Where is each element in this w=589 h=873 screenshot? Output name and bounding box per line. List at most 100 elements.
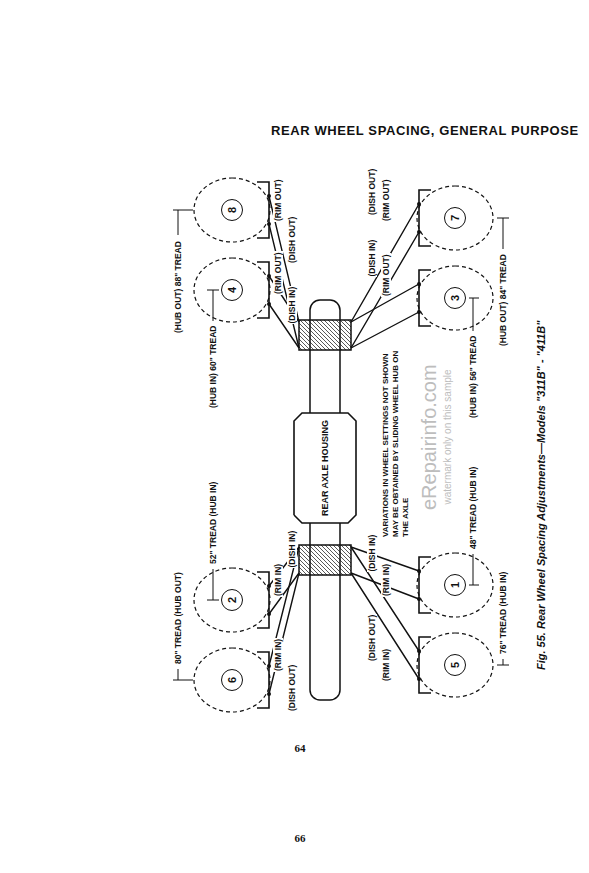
rim-dish-label: (DISH IN)	[367, 239, 378, 278]
housing-outline	[294, 413, 356, 523]
rim	[257, 652, 269, 708]
lug-bolt	[417, 677, 421, 681]
lug-bolts	[267, 194, 421, 696]
lug-bolt	[267, 664, 271, 668]
rim-dish-label: (RIM IN)	[273, 638, 284, 672]
rim	[419, 190, 431, 246]
rotated-figure: 8 4 7 3REAR AXLE HOUSING 2 6 1 5 (HUB OUT) 88" T…	[145, 160, 565, 745]
dimension-line	[497, 218, 509, 249]
rim	[257, 182, 269, 238]
rim	[257, 262, 269, 318]
callout-number: 3	[449, 295, 461, 301]
callout-number: 2	[226, 597, 238, 603]
dish-plate	[351, 547, 419, 599]
rim-dish-label: (RIM OUT)	[381, 178, 392, 222]
rim-dish-label: (RIM IN)	[273, 563, 284, 597]
rim-dish-label: (DISH OUT)	[367, 614, 378, 662]
tire	[417, 186, 493, 250]
lug-bolt	[417, 230, 421, 234]
lug-bolt	[417, 569, 421, 573]
dimension-line	[207, 569, 219, 600]
housing-label: REAR AXLE HOUSING	[320, 420, 330, 516]
dimension-line	[173, 210, 193, 235]
rim-dish-label: (RIM IN)	[381, 563, 392, 597]
rim-dish-label: (DISH IN)	[367, 534, 378, 573]
watermark: eRepairinfo.com	[417, 363, 442, 511]
rim-dish-label: (DISH IN)	[287, 286, 298, 325]
dimension-label: (HUB OUT) 84" TREAD	[498, 253, 509, 347]
lug-bolt	[417, 310, 421, 314]
tire	[194, 258, 270, 322]
watermark: watermark only on this sample	[442, 368, 455, 505]
lug-bolt	[417, 202, 421, 206]
rim-dish-label: (DISH OUT)	[287, 664, 298, 712]
dimension-label: 76" TREAD (HUB IN)	[498, 571, 509, 655]
lug-bolt	[417, 649, 421, 653]
tire	[417, 266, 493, 330]
rim	[419, 637, 431, 693]
dimension-label: 52" TREAD (HUB IN)	[208, 481, 219, 565]
dish-plates	[269, 196, 419, 694]
callout-number: 6	[226, 677, 238, 683]
callout-number: 5	[449, 662, 461, 668]
wheel-position-circle: 6	[221, 669, 243, 691]
tire	[194, 178, 270, 242]
tire	[417, 553, 493, 617]
lug-bolt	[417, 597, 421, 601]
lug-bolt	[267, 612, 271, 616]
page-number: 64	[294, 742, 307, 754]
wheel-position-circle: 4	[221, 279, 243, 301]
wheel-hub	[299, 545, 351, 575]
wheel-position-circle: 2	[221, 589, 243, 611]
dimension-line	[497, 659, 509, 665]
dimension-label: (HUB OUT) 88" TREAD	[173, 240, 184, 334]
dimension-line	[469, 298, 479, 331]
tire	[194, 648, 270, 712]
rim-dish-label: (DISH OUT)	[367, 168, 378, 216]
rim	[419, 557, 431, 613]
callout-number: 1	[449, 582, 461, 588]
wheel-position-circle: 7	[444, 207, 466, 229]
dimension-label: (HUB IN) 60" TREAD	[208, 325, 219, 409]
axle-housing: REAR AXLE HOUSING	[293, 412, 357, 524]
rim-dish-label: (RIM OUT)	[273, 251, 284, 295]
lug-bolt	[267, 194, 271, 198]
rim-dish-label: (RIM IN)	[381, 648, 392, 682]
rims	[257, 182, 431, 708]
wheel-position-circle: 8	[221, 199, 243, 221]
dimension-line	[173, 669, 193, 680]
page-number: 66	[294, 832, 307, 844]
dimension-label: 80" TREAD (HUB OUT)	[173, 571, 184, 665]
lug-bolt	[267, 302, 271, 306]
dimension-lines	[173, 210, 509, 680]
rim	[419, 270, 431, 326]
tire	[194, 568, 270, 632]
lug-bolt	[267, 274, 271, 278]
rim-dish-label: (RIM OUT)	[381, 253, 392, 297]
dish-plate	[351, 204, 419, 348]
dimension-line	[207, 290, 219, 321]
figure-caption: Fig. 55. Rear Wheel Spacing Adjustments—…	[535, 319, 547, 671]
note-text: VARIATIONS IN WHEEL SETTINGS NOT SHOWN M…	[381, 340, 411, 538]
lug-bolt	[267, 584, 271, 588]
rim	[257, 572, 269, 628]
dimension-line	[469, 554, 479, 585]
dimension-label: (HUB IN) 56" TREAD	[468, 335, 479, 419]
callout-number: 4	[226, 287, 238, 293]
wheel-position-circle: 5	[444, 654, 466, 676]
lug-bolt	[267, 692, 271, 696]
lug-bolt	[417, 282, 421, 286]
tire-outlines	[194, 178, 493, 712]
wheel-hub	[299, 320, 351, 350]
page-title: REAR WHEEL SPACING, GENERAL PURPOSE	[270, 123, 580, 138]
rim-dish-label: (DISH IN)	[287, 530, 298, 569]
wheel-position-circle: 1	[444, 574, 466, 596]
rim-dish-label: (RIM OUT)	[273, 178, 284, 222]
tire	[417, 633, 493, 697]
dimension-label: 48" TREAD (HUB IN)	[468, 466, 479, 550]
wheel-position-circle: 3	[444, 287, 466, 309]
callout-number: 7	[449, 215, 461, 221]
rim-dish-label: (DISH OUT)	[287, 216, 298, 264]
lug-bolt	[267, 222, 271, 226]
